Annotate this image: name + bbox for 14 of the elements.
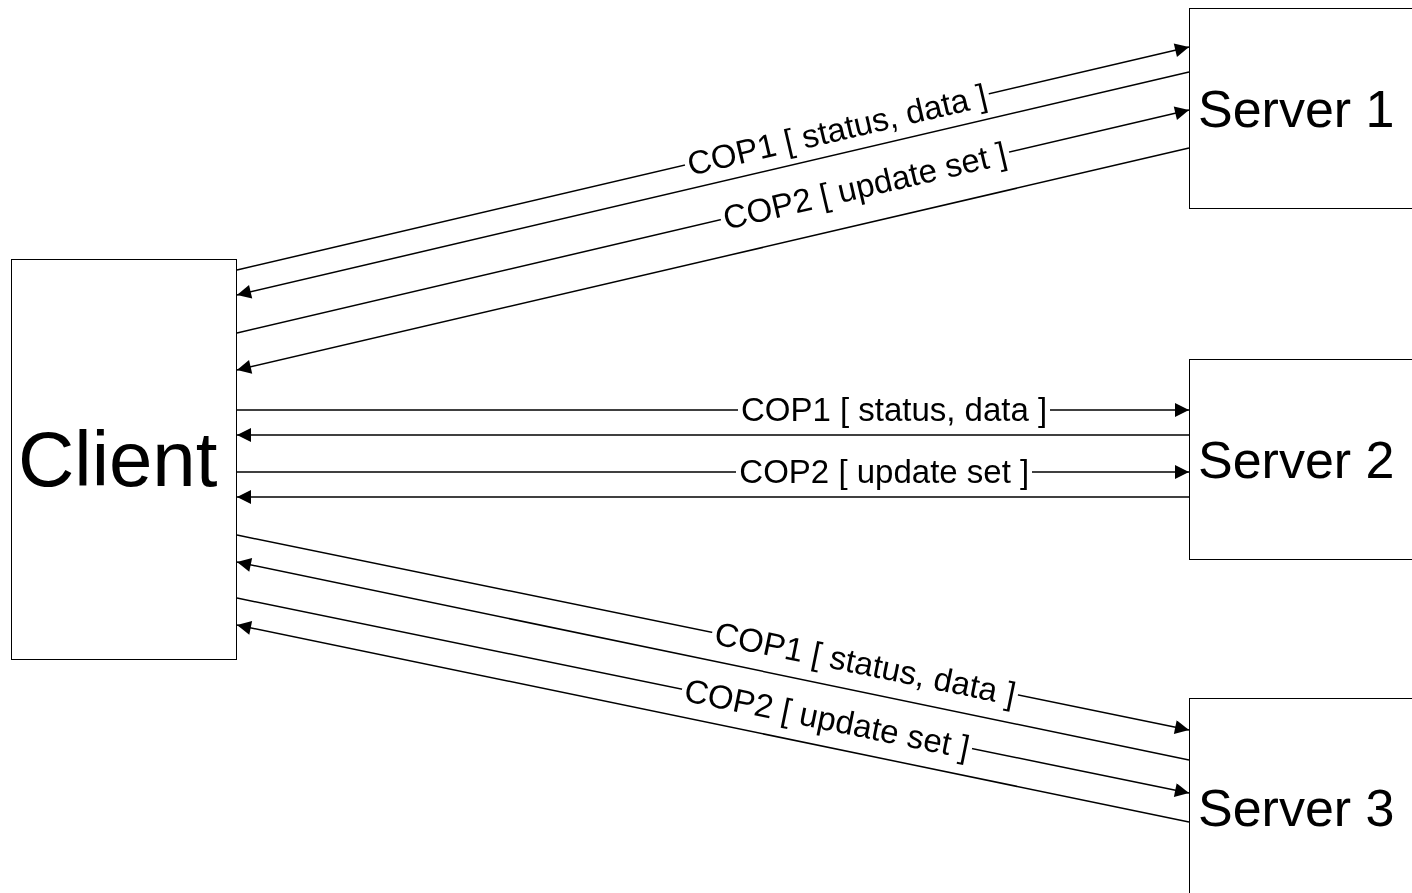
arrow [236,71,1190,299]
process-box [11,259,237,660]
node-label: Server 1 [1198,78,1395,139]
arrow [236,558,1190,761]
arrow [236,428,1190,442]
arrow [236,621,1190,823]
arrow [236,147,1190,374]
process-box [1189,359,1412,560]
arrow [236,490,1190,504]
node-label: Client [18,414,218,505]
node-label: Server 2 [1198,429,1395,490]
process-box [1189,8,1412,209]
process-box [1189,698,1412,893]
node-label: Server 3 [1198,778,1395,838]
